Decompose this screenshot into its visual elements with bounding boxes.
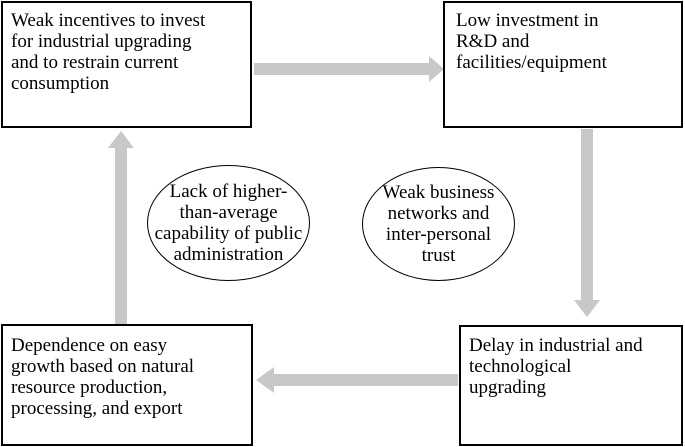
box-text-line: and to restrain current xyxy=(11,52,179,73)
ellipse-public-administration: Lack of higher- than-average capability … xyxy=(147,165,310,281)
box-text-line: Dependence on easy xyxy=(11,335,168,356)
box-text-line: Weak incentives to invest xyxy=(11,10,206,31)
ellipse-text-line: inter-personal xyxy=(385,224,492,245)
box-resource-dependence: Dependence on easy growth based on natur… xyxy=(1,324,253,446)
ellipse-text-line: administration xyxy=(173,244,284,265)
arrow-left-up xyxy=(108,131,134,324)
arrow-top-right xyxy=(254,56,444,82)
ellipse-text-line: capability of public xyxy=(154,223,303,244)
box-text-line: technological xyxy=(469,356,572,377)
box-text-line: resource production, xyxy=(11,377,168,398)
ellipse-text-line: than-average xyxy=(179,202,278,223)
box-text-line: growth based on natural xyxy=(11,356,195,377)
box-low-investment: Low investment in R&D and facilities/equ… xyxy=(443,1,683,128)
box-text-line: Low investment in xyxy=(456,10,599,31)
box-text-line: facilities/equipment xyxy=(456,52,607,73)
box-text-line: for industrial upgrading xyxy=(11,31,192,52)
ellipse-text-line: trust xyxy=(421,245,456,266)
box-text-line: processing, and export xyxy=(11,398,183,419)
ellipse-text-line: Lack of higher- xyxy=(169,181,288,202)
box-delay-upgrading: Delay in industrial and technological up… xyxy=(459,325,683,446)
ellipse-business-trust: Weak business networks and inter-persona… xyxy=(362,167,515,281)
arrow-right-down xyxy=(574,129,600,317)
box-text-line: Delay in industrial and xyxy=(469,335,643,356)
box-text-line: upgrading xyxy=(469,377,547,398)
arrow-bottom-left xyxy=(256,367,458,393)
box-weak-incentives: Weak incentives to invest for industrial… xyxy=(1,1,252,128)
box-text-line: R&D and xyxy=(456,31,530,52)
ellipse-text-line: Weak business xyxy=(382,182,495,203)
box-text-line: consumption xyxy=(11,73,110,94)
ellipse-text-line: networks and xyxy=(387,203,490,224)
